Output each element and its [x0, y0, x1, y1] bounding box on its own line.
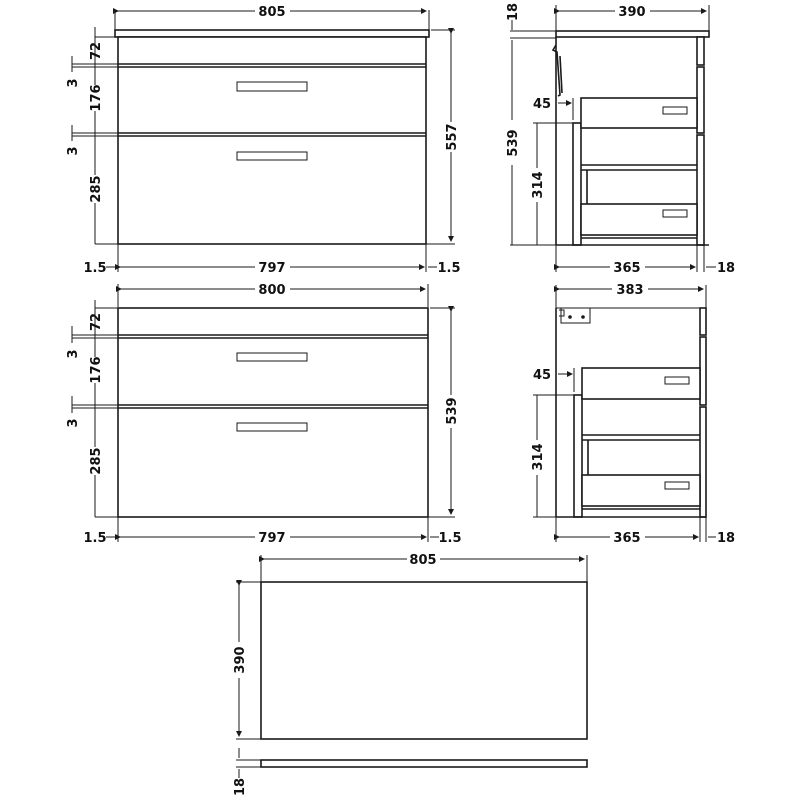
dim-overall-width: 805 — [258, 5, 285, 20]
dim-worktop-depth: 390 — [233, 646, 248, 673]
drawer-handle-1 — [236, 352, 308, 362]
dim-drawer-setback: 45 — [533, 97, 551, 112]
carcass — [117, 307, 429, 518]
dim-top-thickness: 18 — [506, 3, 521, 21]
worktop-plan — [260, 581, 588, 740]
drawer-handle-2 — [236, 422, 308, 432]
worktop — [114, 29, 430, 38]
dim-height: 539 — [506, 129, 521, 156]
worktop-edge — [260, 759, 588, 768]
dim-gap-1: 3 — [66, 349, 81, 358]
dim-bottom-width: 797 — [258, 261, 285, 276]
dim-front-thickness: 18 — [717, 531, 735, 546]
drawer-handle-1 — [236, 81, 308, 92]
worktop-side — [555, 30, 710, 38]
dim-top-section: 72 — [89, 42, 104, 60]
dim-overall-depth: 390 — [618, 5, 645, 20]
dim-right-margin: 1.5 — [438, 531, 461, 546]
wall-bracket — [551, 44, 561, 97]
carcass — [117, 36, 427, 245]
dim-front-thickness: 18 — [717, 261, 735, 276]
dim-drawer-setback: 45 — [533, 368, 551, 383]
front-view-with-top: 805 72 3 176 3 285 557 — [66, 5, 461, 276]
dim-bottom-width: 797 — [258, 531, 285, 546]
dim-carcass-depth: 365 — [613, 531, 640, 546]
dim-right-margin: 1.5 — [437, 261, 460, 276]
dim-lower-height: 314 — [531, 171, 546, 198]
dim-drawer-2: 285 — [89, 447, 104, 474]
dim-overall-width: 800 — [258, 283, 285, 298]
side-view-no-top: 383 45 314 — [531, 283, 735, 546]
dim-drawer-1: 176 — [89, 356, 104, 383]
dim-drawer-1: 176 — [89, 84, 104, 111]
dim-left-margin: 1.5 — [83, 531, 106, 546]
dim-worktop-thickness: 18 — [233, 778, 248, 796]
dim-gap-2: 3 — [66, 418, 81, 427]
front-view-no-top: 800 72 3 176 3 285 539 797 1. — [66, 283, 462, 546]
dim-overall-height: 539 — [445, 397, 460, 424]
dim-overall-depth: 383 — [616, 283, 643, 298]
dim-worktop-width: 805 — [409, 553, 436, 568]
wall-bracket — [560, 307, 591, 324]
worktop-view: 805 390 18 — [233, 553, 588, 796]
dim-gap-2: 3 — [66, 146, 81, 155]
dim-overall-height: 557 — [445, 123, 460, 150]
dim-gap-1: 3 — [66, 78, 81, 87]
dim-left-margin: 1.5 — [83, 261, 106, 276]
dim-drawer-2: 285 — [89, 175, 104, 202]
drawer-handle-2 — [236, 151, 308, 161]
side-view-with-top: 390 18 45 539 — [506, 3, 735, 276]
dim-top-section: 72 — [89, 313, 104, 331]
dim-lower-height: 314 — [531, 443, 546, 470]
dim-carcass-depth: 365 — [613, 261, 640, 276]
